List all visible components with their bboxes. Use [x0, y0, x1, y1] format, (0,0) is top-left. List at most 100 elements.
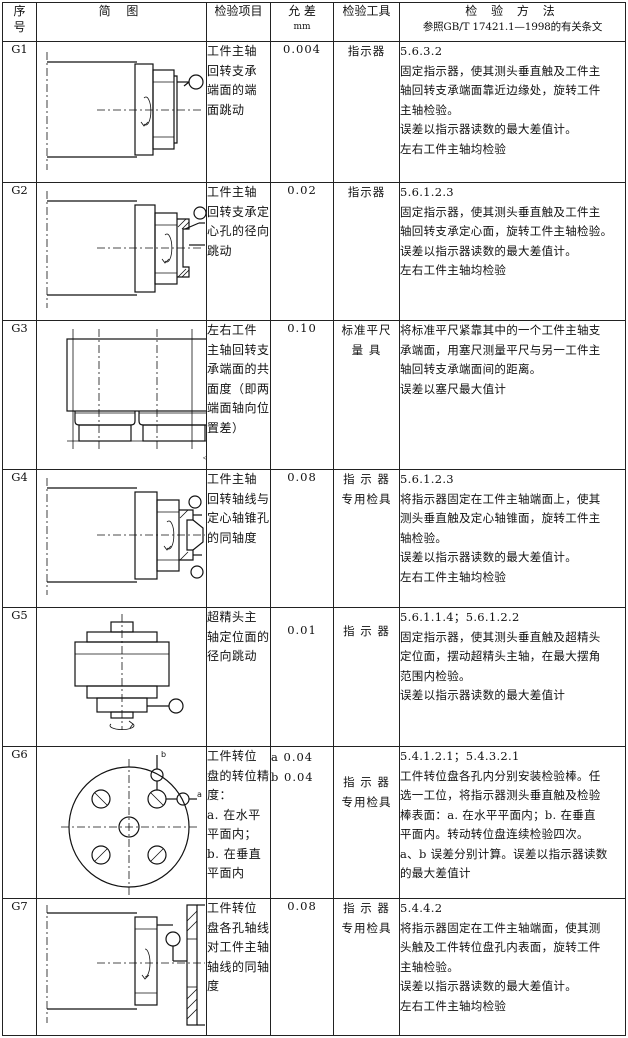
method-line: 工件转位盘各孔内分别安装检验棒。任	[400, 768, 601, 783]
method-line: 将标准平尺紧靠其中的一个工件主轴支	[400, 323, 601, 337]
item-line: 度：	[207, 788, 233, 802]
check-item: 工件主轴 回转支承 端面的端 面跳动	[206, 41, 271, 183]
method-line: 选一工位，将指示器测头垂直触及检验	[400, 788, 601, 802]
item-line: 心孔的径向	[207, 224, 270, 238]
table-row: G4	[2, 469, 626, 608]
item-line: b. 在垂直	[207, 846, 262, 861]
table-row: G7	[2, 898, 626, 1036]
sketch-g6-drawing: b a	[61, 750, 202, 895]
method-line: 轴回转支承端面间的距离。	[400, 362, 542, 376]
tolerance-value: 0.08	[287, 899, 317, 914]
sketch-g2-drawing	[46, 191, 206, 308]
tolerance-value: 0.01	[287, 623, 317, 637]
header-sketch-label: 简 图	[98, 4, 145, 18]
table-row: G2	[2, 182, 626, 321]
tool: 指 示 器	[333, 607, 400, 747]
item-line: 左右工件	[207, 323, 258, 337]
method-line: 平面内。转动转位盘连续检验四次。	[400, 827, 589, 841]
method: 5.4.1.2.1；5.4.3.2.1 工件转位盘各孔内分别安装检验棒。任 选一…	[399, 746, 626, 899]
item-line: 回转支承定	[207, 204, 270, 219]
tolerance-value: 0.02	[287, 183, 317, 198]
method-line: 5.4.4.2	[400, 901, 443, 915]
sketch-g4-drawing	[46, 478, 205, 595]
header-tolerance: 允 差 mm	[270, 2, 334, 42]
method-line: 范围内检验。	[400, 668, 471, 683]
header-no-line2: 号	[13, 20, 26, 34]
header-item: 检验项目	[206, 2, 271, 42]
sketch-g5	[36, 607, 207, 747]
sketch-g3-drawing: △	[66, 329, 206, 461]
method-line: 测头垂直触及定心轴锥面，旋转工件主	[400, 511, 601, 525]
table-row: G3 △ 左右工件 主轴回转支 承端面的共	[2, 320, 626, 470]
item-line: 度	[207, 979, 220, 993]
method: 5.6.1.1.4；5.6.1.2.2 固定指示器，使其测头垂直触及超精头 定位…	[399, 607, 626, 747]
header-method: 检 验 方 法 参照GB/T 17421.1—1998的有关条文	[399, 2, 626, 42]
method-line: 5.6.1.1.4；5.6.1.2.2	[400, 610, 520, 624]
row-no: G2	[2, 182, 37, 321]
item-line: 平面内；	[207, 827, 258, 841]
item-line: 回转轴线与	[207, 491, 270, 506]
sketch-g2	[36, 182, 207, 321]
row-no: G5	[2, 607, 37, 747]
sketch-g1-drawing	[46, 52, 204, 170]
item-line: 承端面的共	[207, 362, 270, 376]
row-no: G1	[2, 41, 37, 183]
check-item: 超精头主 轴定位面的 径向跳动	[206, 607, 271, 747]
method-line: 定位面，摆动超精头主轴，在最大摆角	[400, 649, 601, 663]
table-row: G6 b a	[2, 746, 626, 899]
item-line: 工件主轴	[207, 185, 258, 199]
method-line: 误差以指示器读数的最大差值计	[400, 688, 566, 702]
item-line: 工件主轴	[207, 472, 258, 486]
header-tool: 检验工具	[333, 2, 400, 42]
sketch-g4	[36, 469, 207, 608]
method-line: 的最大差值计	[400, 866, 471, 880]
tool-line: 专用检具	[341, 794, 392, 809]
header-sketch: 简 图	[36, 2, 207, 42]
item-line: 径向跳动	[207, 649, 258, 663]
item-line: 回转支承	[207, 63, 258, 78]
method-line: 固定指示器，使其测头垂直触及工件主	[400, 63, 601, 78]
item-line: 工件主轴	[207, 44, 258, 58]
tool: 指示器	[333, 41, 400, 183]
item-line: 盘的转位精	[207, 768, 270, 783]
method-line: 5.6.1.2.3	[400, 185, 454, 199]
method-line: 轴检验。	[400, 530, 448, 545]
item-line: 的同轴度	[207, 530, 258, 545]
tool: 指 示 器 专用检具	[333, 746, 400, 899]
header-no-line1: 序	[13, 4, 26, 18]
item-line: 端面的端	[207, 83, 258, 97]
tolerance: 0.08	[270, 898, 334, 1036]
item-line: 面度（即两	[207, 381, 270, 396]
tolerance: 0.004	[270, 41, 334, 183]
method-line: 固定指示器，使其测头垂直触及工件主	[400, 204, 601, 219]
item-line: 平面内	[207, 866, 245, 880]
sketch-g6: b a	[36, 746, 207, 899]
item-line: 跳动	[207, 243, 233, 258]
method-line: 将指示器固定在工件主轴端面上，使其	[400, 491, 601, 506]
header-no: 序 号	[2, 2, 37, 42]
item-line: 端面轴向位	[207, 401, 270, 415]
tolerance: a 0.04 b 0.04	[270, 746, 334, 899]
tool-line: 指 示 器	[343, 472, 390, 486]
item-line: 工件转位	[207, 901, 258, 915]
method-line: 误差以指示器读数的最大差值计。	[400, 979, 577, 993]
header-method-ref: 参照GB/T 17421.1—1998的有关条文	[422, 21, 603, 33]
method-line: 轴回转支承定心面，旋转工件主轴检验。	[400, 224, 613, 238]
method-line: 主轴检验。	[400, 959, 459, 974]
tolerance-value: 0.10	[287, 321, 317, 336]
method-line: 承端面，用塞尺测量平尺与另一工件主	[400, 342, 601, 357]
header-method-title: 检 验 方 法	[465, 4, 560, 18]
header-tolerance-unit: mm	[293, 22, 311, 32]
header-tolerance-label: 允 差	[288, 4, 316, 18]
row-no: G6	[2, 746, 37, 899]
tool: 指 示 器 专用检具	[333, 469, 400, 608]
method-line: 误差以指示器读数的最大差值计。	[400, 550, 577, 564]
method: 5.6.1.2.3 将指示器固定在工件主轴端面上，使其 测头垂直触及定心轴锥面，…	[399, 469, 626, 608]
method-line: 误差以塞尺最大值计	[400, 381, 507, 396]
item-line: 轴定位面的	[207, 629, 270, 644]
method-line: 左右工件主轴均检验	[400, 569, 507, 584]
tolerance: 0.01	[270, 607, 334, 747]
row-no: G4	[2, 469, 37, 608]
check-item: 工件转位 盘的转位精 度： a. 在水平 平面内； b. 在垂直 平面内	[206, 746, 271, 899]
table-row: G5 超精头主 轴定位面的 径向跳动 0.01 指 示 器	[2, 607, 626, 747]
